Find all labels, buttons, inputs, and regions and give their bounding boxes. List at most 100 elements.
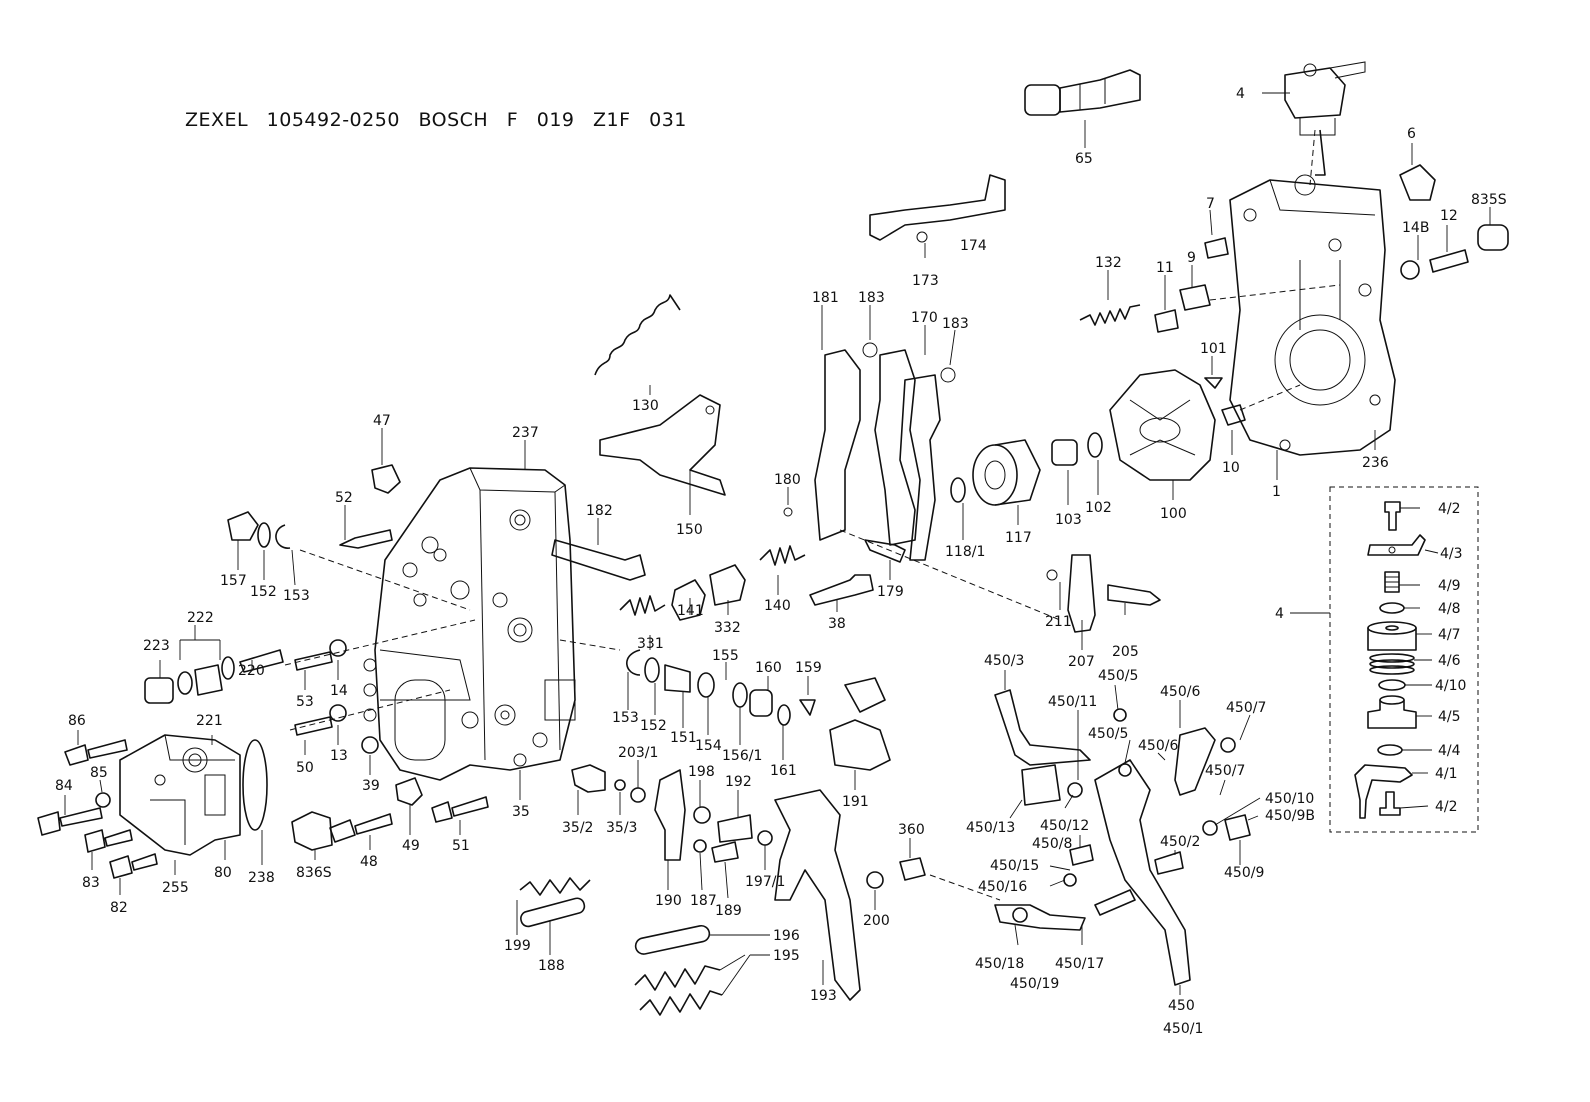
spring-199 — [519, 877, 591, 896]
label-450-18: 450/18 — [975, 956, 1024, 972]
label-141: 141 — [677, 603, 704, 619]
label-450-5a: 450/5 — [1098, 668, 1138, 684]
screw-12 — [1429, 249, 1469, 273]
label-118-1: 118/1 — [945, 544, 985, 560]
bolt-450-2 — [1154, 851, 1184, 875]
label-170: 170 — [911, 310, 938, 326]
label-39: 39 — [362, 778, 380, 794]
washer-85 — [95, 792, 111, 808]
label-191: 191 — [842, 794, 869, 810]
label-450-10: 450/10 — [1265, 791, 1314, 807]
label-86: 86 — [68, 713, 86, 729]
screw-220 — [239, 649, 284, 673]
washer-35-3 — [614, 779, 626, 791]
bolt-11 — [1154, 309, 1179, 333]
label-450-9: 450/9 — [1224, 865, 1264, 881]
o-ring-152b — [644, 657, 660, 683]
label-49: 49 — [402, 838, 420, 854]
label-154: 154 — [695, 738, 722, 754]
circlip-153a — [275, 524, 291, 549]
label-183a: 183 — [858, 290, 885, 306]
label-4-9: 4/9 — [1438, 578, 1461, 594]
label-35: 35 — [512, 804, 530, 820]
label-13: 13 — [330, 748, 348, 764]
label-47: 47 — [373, 413, 391, 429]
label-450-17: 450/17 — [1055, 956, 1104, 972]
pin-205 — [1107, 584, 1161, 606]
label-332: 332 — [714, 620, 741, 636]
ring-156-1 — [732, 682, 748, 708]
label-4b: 4 — [1275, 606, 1284, 622]
label-450-3: 450/3 — [984, 653, 1024, 669]
fitting-360 — [899, 857, 926, 881]
nut-14 — [329, 639, 347, 657]
screw-192 — [717, 814, 753, 843]
label-11: 11 — [1156, 260, 1174, 276]
cylinder-160 — [749, 689, 773, 717]
stud-53 — [294, 651, 333, 671]
spring-195b — [639, 990, 723, 1016]
fitting-35-2 — [571, 764, 606, 793]
label-10: 10 — [1222, 460, 1240, 476]
washer-197-1 — [757, 830, 773, 846]
washer-450-11 — [1118, 763, 1132, 777]
label-836S: 836S — [296, 865, 332, 881]
label-155: 155 — [712, 648, 739, 664]
label-450-7b: 450/7 — [1205, 763, 1245, 779]
label-198: 198 — [688, 764, 715, 780]
label-4-2a: 4/2 — [1438, 501, 1461, 517]
label-450-9B: 450/9B — [1265, 808, 1315, 824]
screw-180 — [783, 507, 793, 517]
label-220: 220 — [238, 663, 265, 679]
label-450-1: 450/1 — [1163, 1021, 1203, 1037]
label-188: 188 — [538, 958, 565, 974]
ring-154 — [697, 672, 715, 698]
label-48: 48 — [360, 854, 378, 870]
label-4-7: 4/7 — [1438, 627, 1461, 643]
label-4-8: 4/8 — [1438, 601, 1461, 617]
cap-835S — [1477, 224, 1509, 251]
label-450-5b: 450/5 — [1088, 726, 1128, 742]
stud-50 — [294, 716, 333, 736]
plate-450-6 — [1174, 727, 1216, 796]
sleeve-188 — [520, 897, 586, 928]
nut-49 — [395, 777, 423, 806]
label-174: 174 — [960, 238, 987, 254]
label-4-2b: 4/2 — [1435, 799, 1458, 815]
diagram-title: ZEXEL 105492-0250 BOSCH F 019 Z1F 031 — [185, 109, 687, 131]
label-161: 161 — [770, 763, 797, 779]
label-4-5: 4/5 — [1438, 709, 1461, 725]
label-151: 151 — [670, 730, 697, 746]
label-450: 450 — [1168, 998, 1195, 1014]
washer-203-1 — [630, 787, 646, 803]
label-38: 38 — [828, 616, 846, 632]
label-360: 360 — [898, 822, 925, 838]
label-450-15: 450/15 — [990, 858, 1039, 874]
spring-130 — [594, 294, 681, 376]
plug-6 — [1399, 164, 1436, 201]
washer-183b — [940, 367, 956, 383]
key-101 — [1204, 377, 1223, 389]
washer-198 — [693, 806, 711, 824]
label-100: 100 — [1160, 506, 1187, 522]
label-223: 223 — [143, 638, 170, 654]
bolt-7 — [1204, 237, 1229, 259]
spring-140 — [759, 545, 806, 566]
label-4-10: 4/10 — [1435, 678, 1466, 694]
label-190: 190 — [655, 893, 682, 909]
lever-181 — [814, 349, 861, 541]
label-156-1: 156/1 — [722, 748, 762, 764]
label-450-11: 450/11 — [1048, 694, 1097, 710]
label-82: 82 — [110, 900, 128, 916]
label-159: 159 — [795, 660, 822, 676]
screw-48 — [329, 813, 393, 843]
label-181: 181 — [812, 290, 839, 306]
label-14B: 14B — [1402, 220, 1429, 236]
label-51: 51 — [452, 838, 470, 854]
label-195: 195 — [773, 948, 800, 964]
lever-450 — [1094, 759, 1191, 986]
leader-lines — [64, 92, 1491, 996]
key-159 — [799, 699, 816, 716]
label-152b: 152 — [640, 718, 667, 734]
